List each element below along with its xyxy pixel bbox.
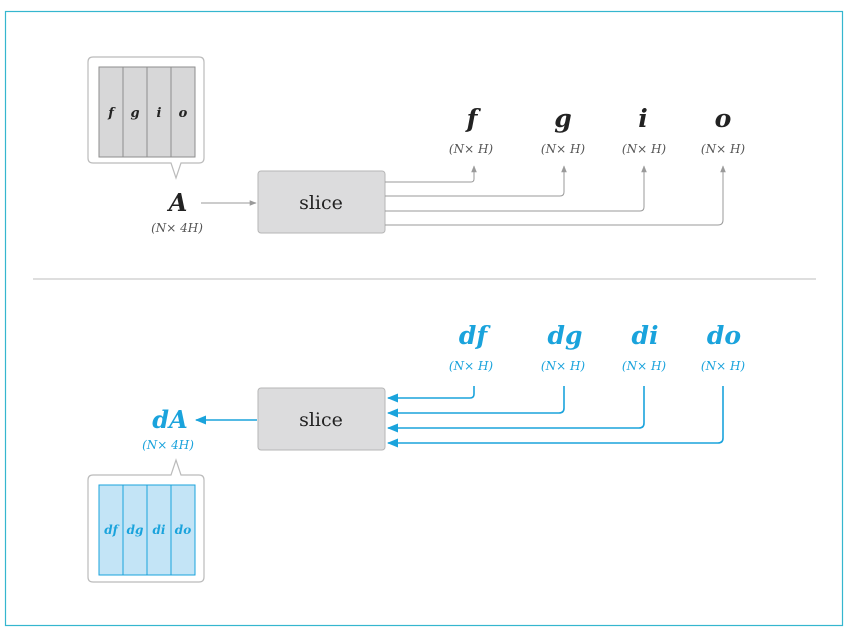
forward-section: f g i o A (N× 4H) slice f (N× H) g (N× H… (87, 56, 746, 235)
forward-cell-label-o: o (179, 106, 188, 121)
backward-input-dg: dg (548, 321, 583, 350)
forward-input-dim: (N× 4H) (151, 221, 203, 235)
backward-cell-do (170, 484, 196, 576)
backward-input-dg-dim: (N× H) (541, 359, 586, 373)
backward-slice-node[interactable] (257, 387, 386, 451)
backward-input-do-dim: (N× H) (701, 359, 746, 373)
backward-input-df-dim: (N× H) (449, 359, 494, 373)
forward-cell-o (170, 66, 196, 158)
backward-route-df (386, 386, 475, 403)
backward-cell-label-di: di (153, 523, 166, 537)
forward-slice-node[interactable] (257, 170, 386, 234)
backward-cell-dg (122, 484, 148, 576)
forward-slice-label: slice (299, 192, 343, 214)
backward-input-do: do (707, 321, 741, 350)
forward-route-g (385, 165, 567, 197)
forward-output-g: g (554, 104, 571, 133)
backward-cell-label-dg: dg (127, 523, 144, 537)
forward-cell-i (146, 66, 172, 158)
forward-output-o: o (715, 104, 732, 133)
backward-output-label: dA (152, 405, 187, 434)
forward-output-f: f (465, 104, 482, 133)
forward-output-i-dim: (N× H) (622, 142, 667, 156)
forward-cell-label-f: f (107, 106, 116, 121)
backward-cell-label-do: do (175, 523, 191, 537)
forward-cell-f (98, 66, 124, 158)
forward-cell-g (122, 66, 148, 158)
backward-section: df (N× H) dg (N× H) di (N× H) do (N× H) … (87, 321, 746, 583)
backward-cell-label-df: df (104, 523, 119, 537)
outer-frame (4, 10, 844, 627)
forward-output-f-dim: (N× H) (449, 142, 494, 156)
backward-input-di-dim: (N× H) (622, 359, 667, 373)
forward-output-o-dim: (N× H) (701, 142, 746, 156)
forward-cell-label-i: i (157, 106, 162, 121)
forward-output-g-dim: (N× H) (541, 142, 586, 156)
backward-slice-label: slice (299, 409, 343, 431)
backward-route-di (386, 386, 645, 433)
backward-input-df: df (459, 321, 491, 350)
forward-input-label: A (167, 188, 188, 217)
backward-callout: df dg di do (87, 458, 205, 583)
backward-route-dg (386, 386, 565, 418)
forward-callout: f g i o (87, 56, 205, 180)
forward-route-f (385, 165, 477, 183)
forward-output-i: i (638, 104, 648, 133)
forward-route-o (385, 165, 726, 226)
backward-input-di: di (632, 321, 659, 350)
forward-route-i (385, 165, 647, 212)
forward-cell-label-g: g (130, 106, 139, 121)
backward-route-do (386, 386, 724, 448)
backward-output-dim: (N× 4H) (142, 438, 194, 452)
